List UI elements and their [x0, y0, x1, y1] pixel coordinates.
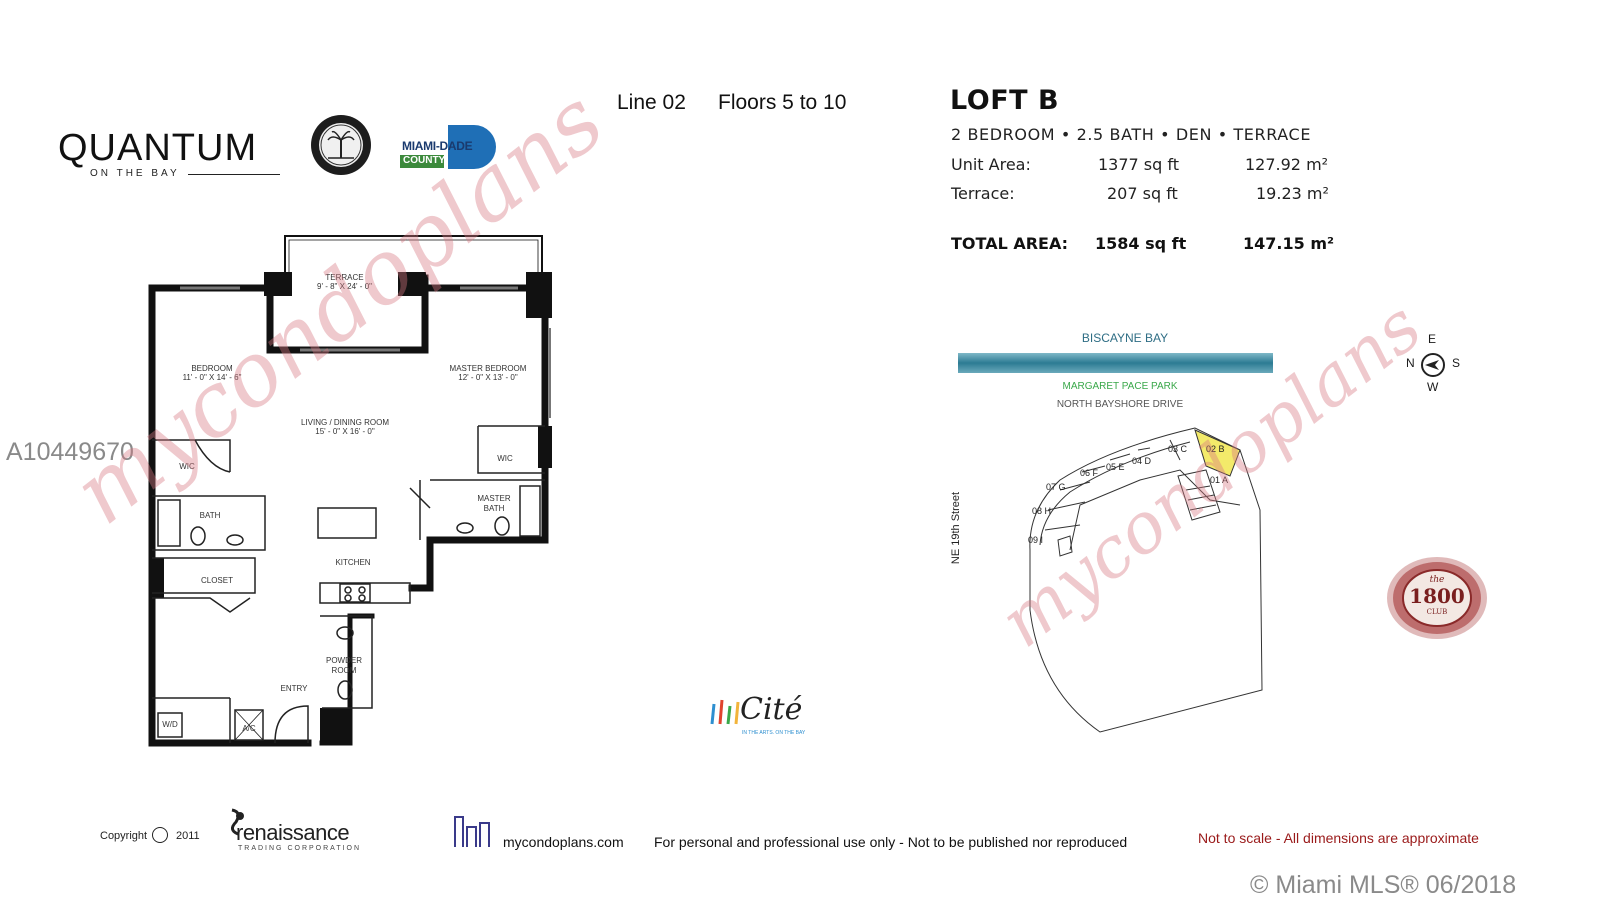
room-label-master-bath: MASTER BATH: [477, 494, 511, 513]
footer-scale-note: Not to scale - All dimensions are approx…: [1198, 830, 1479, 846]
unit-title: LOFT B: [950, 85, 1060, 116]
room-label-closet: CLOSET: [200, 576, 233, 585]
mycondoplans-logo-icon: [454, 816, 490, 847]
room-label-wic-left: WIC: [179, 462, 195, 471]
compass-north: N: [1406, 356, 1415, 370]
compass-west: W: [1427, 380, 1439, 394]
renaissance-logo: renaissance TRADING CORPORATION: [222, 806, 382, 856]
mls-watermark: © Miami MLS® 06/2018: [1250, 871, 1517, 899]
room-label-terrace: TERRACE: [325, 273, 364, 282]
unit-01a: 01 A: [1210, 475, 1229, 485]
listing-id-watermark: A10449670: [6, 438, 134, 466]
room-dim-living: 15' - 0" X 16' - 0": [315, 427, 375, 436]
total-area-sqm: 147.15 m²: [1243, 234, 1334, 253]
room-label-wd: W/D: [162, 720, 178, 729]
miami-dade-text: MIAMI-DADE: [402, 139, 473, 153]
club-word-text: CLUB: [1426, 608, 1448, 616]
terrace-area-sqft: 207 sq ft: [1107, 184, 1178, 203]
room-dim-terrace: 9' - 8" X 24' - 0": [317, 282, 372, 291]
bay-label: BISCAYNE BAY: [1081, 331, 1169, 345]
cite-logo-subtext: IN THE ARTS. ON THE BAY: [742, 730, 806, 736]
floors-range: Floors 5 to 10: [718, 91, 847, 114]
unit-area-sqm: 127.92 m²: [1245, 155, 1329, 174]
room-label-master-bedroom: MASTER BEDROOM: [449, 364, 527, 373]
unit-05e: 05 E: [1106, 462, 1125, 472]
site-plan-map: 09 I 08 H 07 G 06 F 05 E 04 D 03 C 02 B …: [1010, 420, 1280, 740]
street-label: NE 19th Street: [950, 491, 962, 565]
bay-water-band: [958, 353, 1273, 373]
quantum-logo: QUANTUM ON THE BAY: [58, 128, 283, 180]
room-label-wic-right: WIC: [497, 454, 513, 463]
terrace-area-label: Terrace:: [951, 184, 1015, 203]
copyright-year: 2011: [176, 830, 200, 842]
miami-dade-logo: MIAMI-DADE COUNTY: [400, 125, 496, 169]
unit-area-sqft: 1377 sq ft: [1098, 155, 1180, 174]
unit-area-label: Unit Area:: [951, 155, 1031, 174]
drive-label: NORTH BAYSHORE DRIVE: [1056, 399, 1184, 410]
renaissance-logo-subtext: TRADING CORPORATION: [238, 845, 362, 852]
city-seal-logo: [310, 114, 372, 176]
unit-09i: 09 I: [1028, 535, 1044, 545]
compass-south: S: [1452, 356, 1461, 370]
club-number-text: 1800: [1409, 584, 1465, 608]
unit-02b: 02 B: [1206, 444, 1225, 454]
footer-website: mycondoplans.com: [503, 834, 624, 850]
compass-arrow-icon: [1421, 353, 1445, 377]
county-text: COUNTY: [403, 155, 446, 166]
room-label-living: LIVING / DINING ROOM: [300, 418, 389, 427]
total-area-label: TOTAL AREA:: [951, 234, 1069, 253]
copyright-symbol-icon: [152, 827, 168, 843]
compass: E N S W: [1400, 332, 1466, 396]
room-label-entry: ENTRY: [280, 684, 308, 693]
terrace-area-sqm: 19.23 m²: [1256, 184, 1329, 203]
room-label-kitchen: KITCHEN: [335, 558, 371, 567]
unit-06f: 06 F: [1080, 468, 1099, 478]
unit-08h: 08 H: [1032, 506, 1052, 516]
park-label: MARGARET PACE PARK: [1062, 381, 1178, 392]
unit-07g: 07 G: [1046, 482, 1066, 492]
unit-04d: 04 D: [1132, 456, 1152, 466]
cite-logo: Cité IN THE ARTS. ON THE BAY: [708, 690, 808, 740]
quantum-logo-text: QUANTUM: [58, 127, 258, 169]
room-label-ac: A/C: [242, 724, 256, 733]
room-label-powder-room: POWDER ROOM: [326, 656, 362, 675]
footer-notice: For personal and professional use only -…: [654, 834, 1128, 850]
unit-03c: 03 C: [1168, 444, 1188, 454]
copyright-label: Copyright: [100, 830, 148, 842]
room-label-bedroom: BEDROOM: [191, 364, 233, 373]
quantum-logo-subtext: ON THE BAY: [90, 168, 180, 179]
cite-logo-text: Cité: [740, 692, 803, 727]
line-number: Line 02: [617, 91, 686, 114]
compass-east: E: [1428, 332, 1437, 346]
room-dim-master-bedroom: 12' - 0" X 13' - 0": [458, 373, 518, 382]
floor-plan: TERRACE 9' - 8" X 24' - 0" BEDROOM 11' -…: [140, 228, 560, 748]
total-area-sqft: 1584 sq ft: [1095, 234, 1187, 253]
room-label-bath: BATH: [199, 511, 221, 520]
room-dim-bedroom: 11' - 0" X 14' - 6": [182, 373, 242, 382]
1800-club-logo: the 1800 CLUB: [1386, 556, 1488, 640]
club-the-text: the: [1429, 575, 1445, 585]
renaissance-logo-text: renaissance: [236, 820, 350, 845]
quantum-underline: [188, 174, 280, 175]
unit-subtitle: 2 BEDROOM • 2.5 BATH • DEN • TERRACE: [951, 125, 1312, 144]
